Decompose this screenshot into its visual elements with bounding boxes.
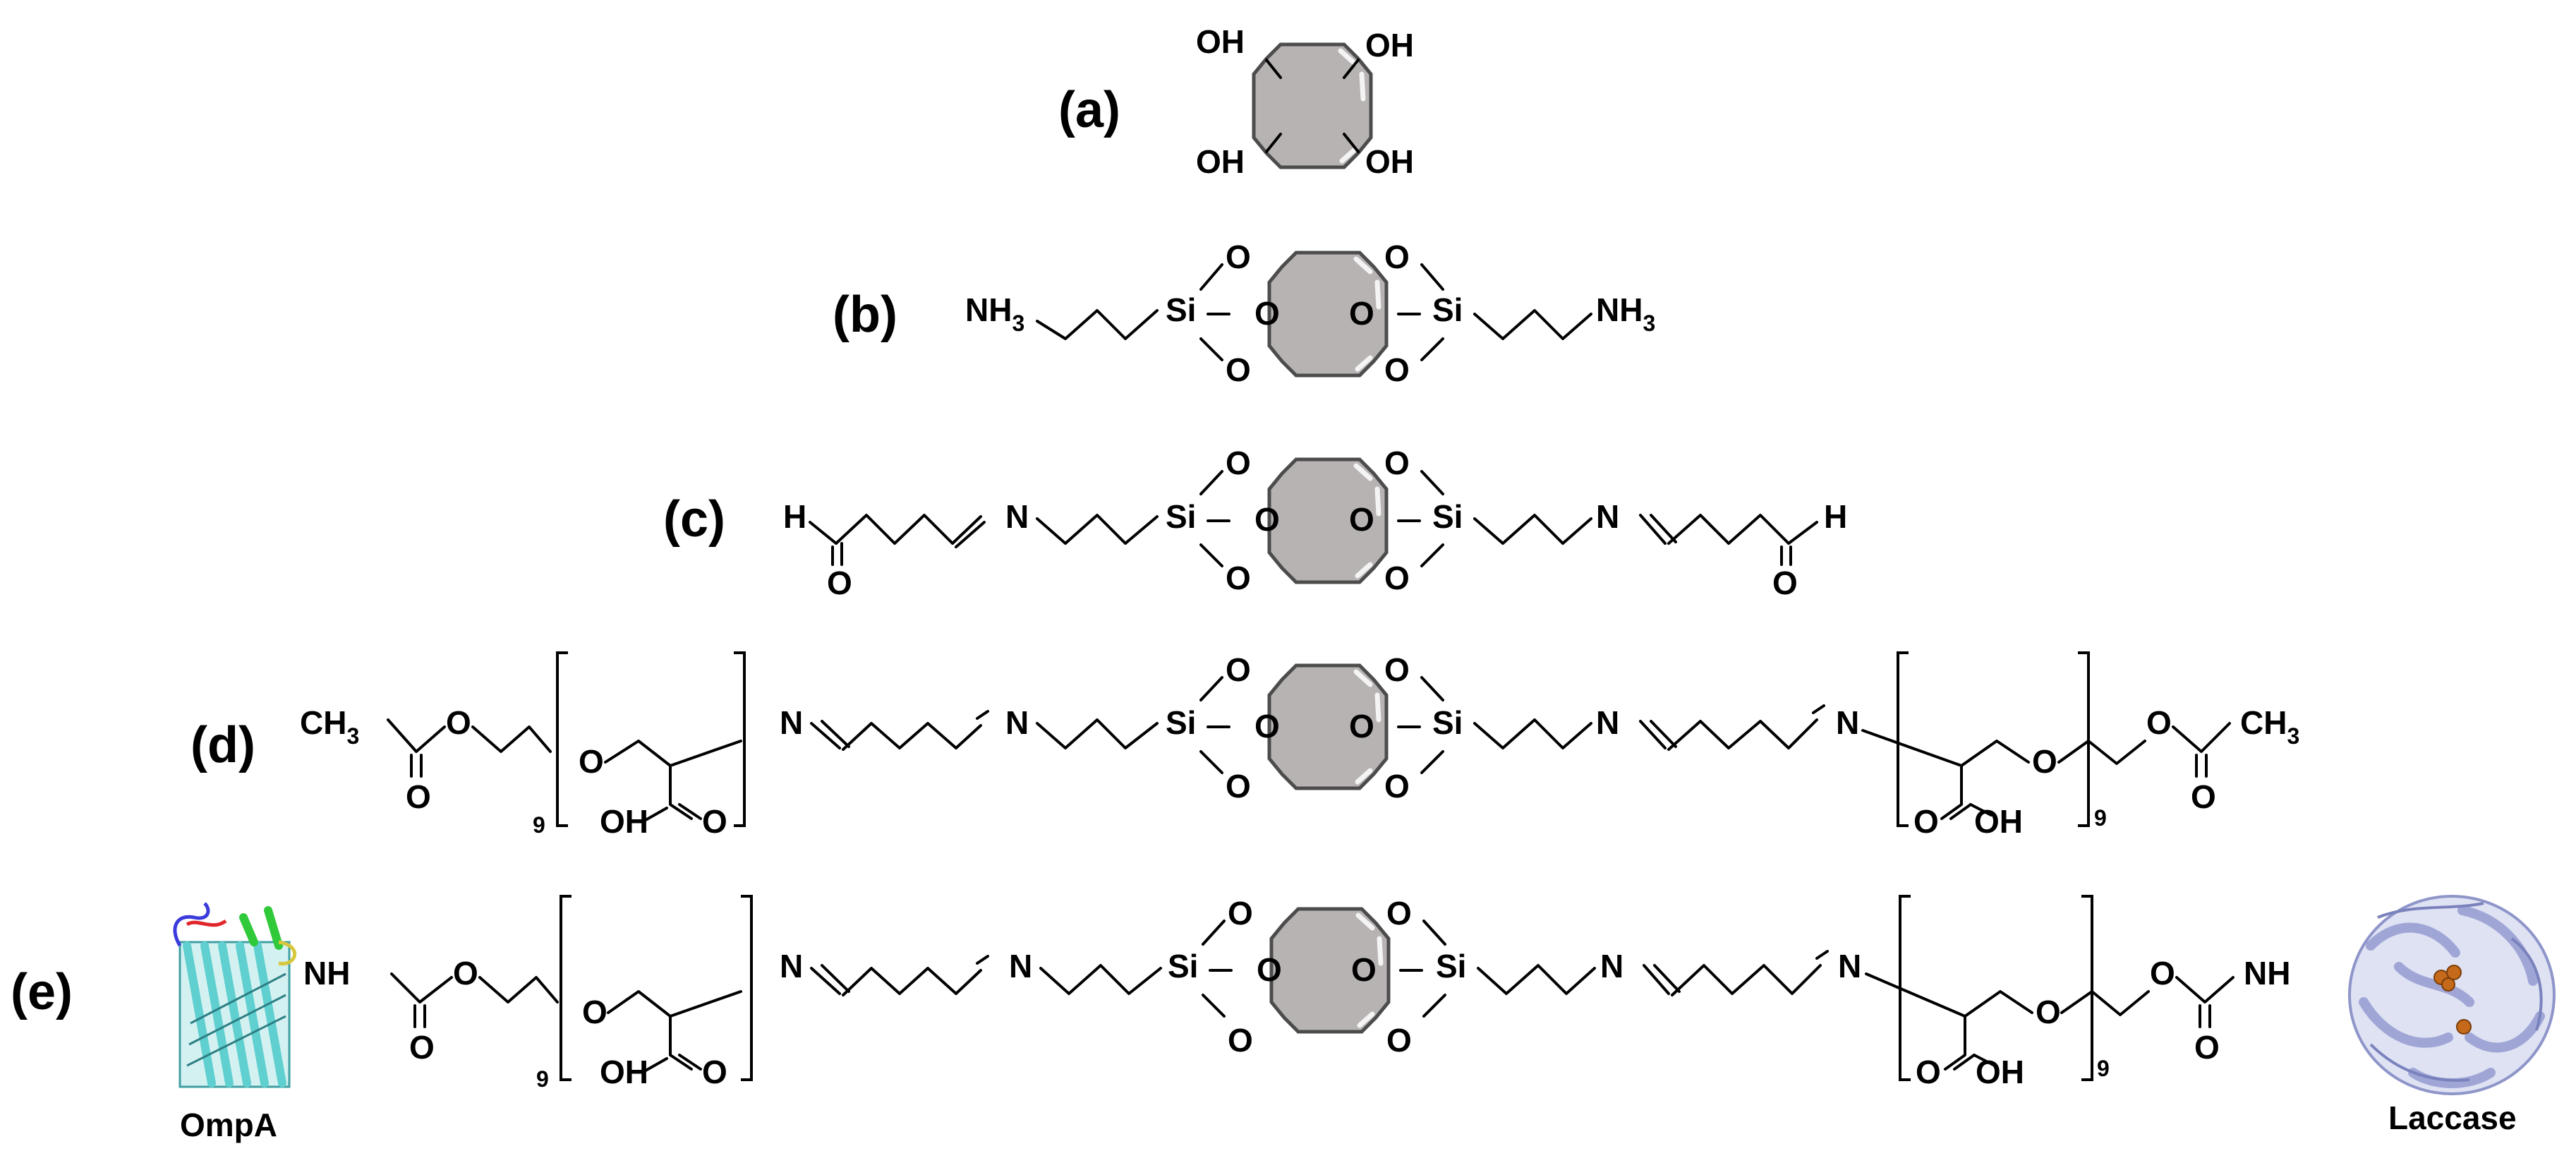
oxygen-c-ml: O	[1254, 501, 1280, 538]
oxygen-b-mr: O	[1349, 295, 1374, 332]
ompa-protein-structure-icon: OmpA	[173, 902, 296, 1143]
oxygen-d-ml: O	[1254, 708, 1280, 745]
oxygen-b-tr: O	[1384, 239, 1410, 275]
oxygen-e-tr: O	[1386, 895, 1412, 932]
row-b: (b) NH3 Si O O O O O O Si NH3	[833, 239, 1655, 388]
oxygen-b-tl: O	[1226, 239, 1251, 275]
oxygen-d-tl: O	[1226, 651, 1251, 688]
silicon-e-right: Si	[1436, 948, 1466, 984]
hydroxyl-top-left: OH	[1196, 23, 1245, 60]
silicon-e-left: Si	[1168, 948, 1198, 984]
silicon-c-left: Si	[1166, 498, 1196, 535]
row-c: (c) H O N Si O O O O O O Si N O H	[663, 445, 1847, 601]
ester-o-left: O	[446, 704, 471, 741]
laccase-protein-structure-icon: Laccase	[2348, 895, 2556, 1136]
oxygen-c-tl: O	[1226, 445, 1251, 481]
aldehyde-o-right: O	[1772, 565, 1798, 601]
amine-left-nh3: NH3	[965, 291, 1024, 336]
row-d: (d) CH3 O O O 9 OH O N N Si O O O O O O …	[191, 651, 2299, 840]
label-e: (e)	[11, 964, 73, 1020]
aldehyde-h-left: H	[783, 498, 806, 535]
imine-n-e-4: N	[1838, 948, 1861, 984]
silicon-d-left: Si	[1166, 704, 1196, 741]
imine-n-d-1: N	[780, 704, 803, 741]
ester-o-carbonyl-right: O	[2191, 778, 2216, 815]
amide-nh-right: NH	[2244, 955, 2290, 992]
silicon-c-right: Si	[1432, 498, 1463, 535]
carboxyl-o-d-right: O	[1913, 803, 1939, 840]
oxygen-c-mr: O	[1349, 501, 1374, 538]
oxygen-c-bl: O	[1226, 560, 1251, 596]
oxygen-e-bl: O	[1228, 1022, 1253, 1059]
silicon-left: Si	[1166, 291, 1196, 328]
label-c: (c)	[663, 491, 725, 548]
peg-o-e-right: O	[2036, 994, 2061, 1030]
silicon-right: Si	[1432, 291, 1463, 328]
oxygen-c-br: O	[1384, 560, 1410, 596]
repeat-count-d-right: 9	[2094, 805, 2107, 831]
imine-n-e-2: N	[1009, 948, 1032, 984]
carboxyl-o-d-left: O	[702, 803, 727, 840]
oxygen-b-ml: O	[1254, 295, 1280, 332]
oxygen-e-ml: O	[1257, 951, 1282, 988]
silicon-d-right: Si	[1432, 704, 1463, 741]
oxygen-d-br: O	[1384, 768, 1410, 805]
amide-nh-left: NH	[303, 955, 350, 992]
peg-o-e-left: O	[582, 994, 607, 1030]
carboxyl-oh-e-left: OH	[600, 1054, 648, 1090]
oxygen-d-mr: O	[1349, 708, 1374, 745]
cyclodextrin-core-icon	[1254, 44, 1371, 167]
label-a: (a)	[1058, 82, 1120, 138]
aldehyde-o-left: O	[827, 565, 852, 601]
ester-o-e-right: O	[2150, 955, 2175, 992]
imine-n-e-3: N	[1600, 948, 1623, 984]
hydroxyl-bottom-right: OH	[1365, 143, 1414, 180]
oxygen-e-mr: O	[1351, 951, 1377, 988]
carbonyl-o-e-left: O	[409, 1029, 435, 1066]
imine-n-d-2: N	[1005, 704, 1029, 741]
hydroxyl-top-right: OH	[1365, 27, 1414, 64]
peg-o-left: O	[579, 743, 604, 780]
oxygen-e-br: O	[1386, 1022, 1412, 1059]
label-d: (d)	[191, 717, 255, 773]
repeat-count-e-right: 9	[2097, 1056, 2110, 1081]
carboxyl-o-e-right: O	[1916, 1054, 1941, 1090]
ompa-caption: OmpA	[180, 1107, 277, 1143]
carboxyl-o-e-left: O	[702, 1054, 727, 1090]
imine-n-left: N	[1005, 498, 1029, 535]
imine-n-e-1: N	[780, 948, 803, 984]
row-e: (e) OmpA NH O O O 9	[11, 895, 2556, 1143]
oxygen-d-tr: O	[1384, 651, 1410, 688]
row-a: (a) OH OH OH OH	[1058, 23, 1414, 180]
amine-right-nh3: NH3	[1596, 291, 1655, 336]
oxygen-c-tr: O	[1384, 445, 1410, 481]
repeat-count-e-left: 9	[536, 1066, 549, 1092]
oxygen-b-br: O	[1384, 351, 1410, 388]
methyl-right-ch3: CH3	[2240, 704, 2299, 749]
carbonyl-o-e-right: O	[2194, 1029, 2220, 1066]
oxygen-e-tl: O	[1228, 895, 1253, 932]
carboxyl-oh-d-left: OH	[600, 803, 648, 840]
ester-o-right: O	[2146, 704, 2172, 741]
imine-n-d-4: N	[1836, 704, 1859, 741]
laccase-caption: Laccase	[2388, 1099, 2517, 1136]
oxygen-b-bl: O	[1226, 351, 1251, 388]
ester-o-carbonyl-left: O	[406, 778, 431, 815]
peg-o-right: O	[2032, 743, 2057, 780]
aldehyde-h-right: H	[1824, 498, 1847, 535]
methyl-left-ch3: CH3	[300, 704, 359, 749]
ester-o-e-left: O	[453, 955, 478, 992]
label-b: (b)	[833, 287, 897, 343]
imine-n-d-3: N	[1596, 704, 1619, 741]
repeat-count-d-left: 9	[533, 812, 545, 838]
hydroxyl-bottom-left: OH	[1196, 143, 1245, 180]
oxygen-d-bl: O	[1226, 768, 1251, 805]
imine-n-right: N	[1596, 498, 1619, 535]
